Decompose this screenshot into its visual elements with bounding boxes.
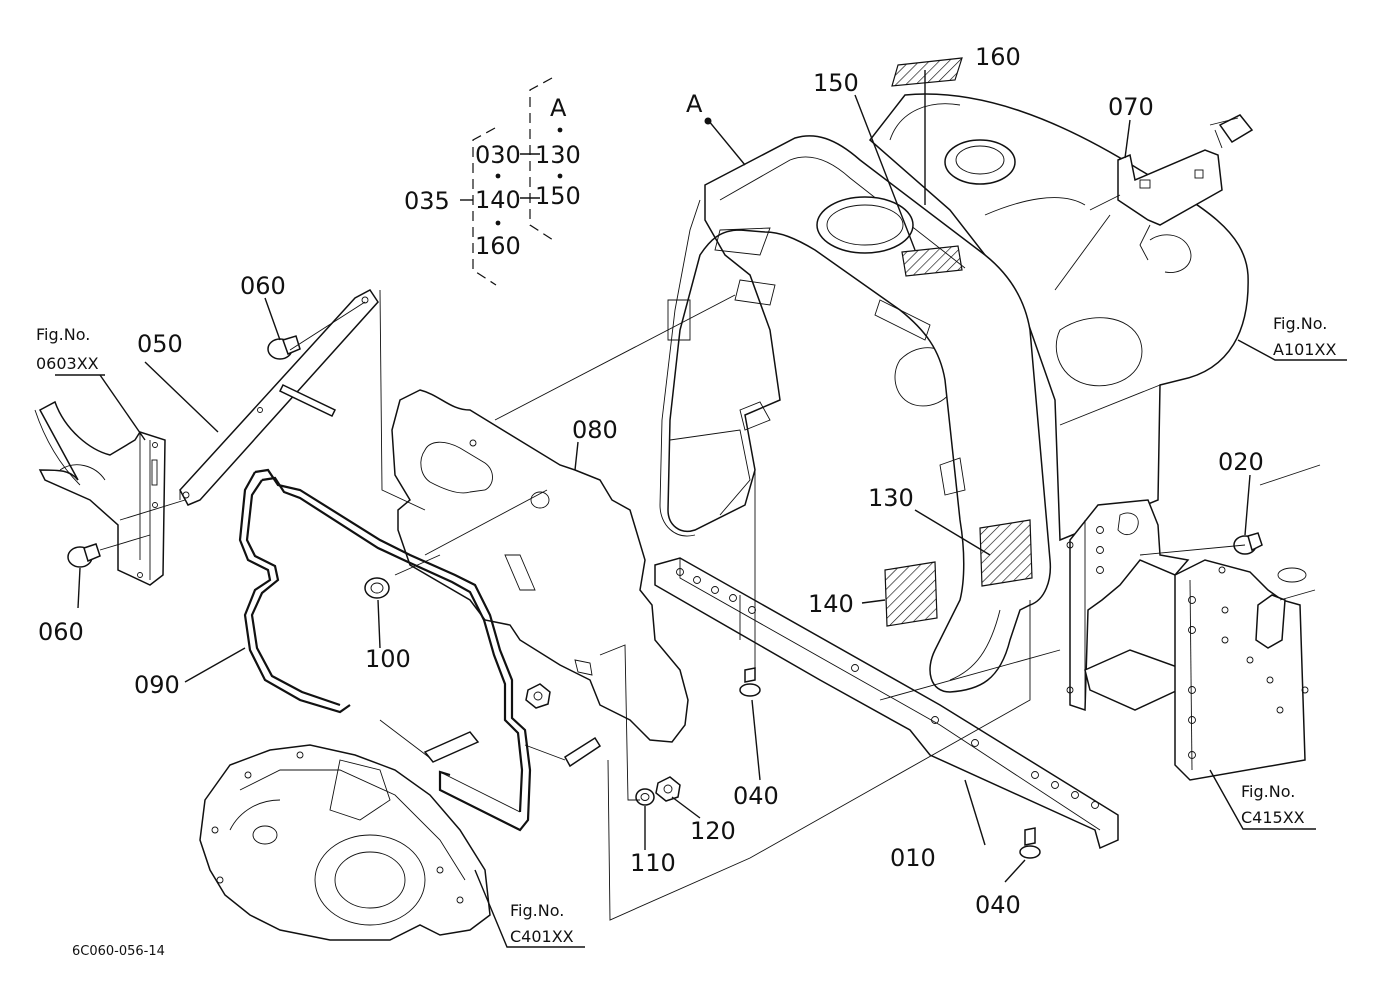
fig-ref-0603xx[interactable]: Fig.No. 0603XX <box>36 325 99 373</box>
callout-035: 035 <box>404 187 450 215</box>
left-bracket <box>34 400 166 586</box>
callout-010: 010 <box>890 844 936 872</box>
bolt-040-upper <box>739 667 761 697</box>
nut-near-panel <box>525 683 551 709</box>
panel-080 <box>391 389 689 743</box>
svg-text:C401XX: C401XX <box>510 927 574 946</box>
callout-070: 070 <box>1108 93 1154 121</box>
gasket-090 <box>238 468 532 832</box>
reference-code: 6C060-056-14 <box>72 944 165 959</box>
callout-060-lower: 060 <box>38 618 84 646</box>
group-160: 160 <box>475 232 521 260</box>
grommet-100 <box>364 577 390 599</box>
knob-060-lower <box>67 543 101 568</box>
callout-130: 130 <box>868 484 914 512</box>
assembly-group-bracket <box>460 77 563 286</box>
decal-150 <box>901 245 963 277</box>
group-140: 140 <box>475 186 521 214</box>
washer-110 <box>635 788 655 806</box>
callout-090: 090 <box>134 671 180 699</box>
callout-140: 140 <box>808 590 854 618</box>
bracket-070 <box>1117 114 1254 226</box>
decal-130 <box>979 519 1033 587</box>
clutch-housing <box>199 744 491 941</box>
side-plates <box>1066 499 1309 781</box>
callout-110: 110 <box>630 849 676 877</box>
callout-050: 050 <box>137 330 183 358</box>
svg-text:Fig.No.: Fig.No. <box>510 901 564 920</box>
callout-120: 120 <box>690 817 736 845</box>
group-030: 030 <box>475 141 521 169</box>
callout-leaders <box>55 70 1347 948</box>
fig-ref-a101xx[interactable]: Fig.No. A101XX <box>1273 314 1336 359</box>
studs <box>423 731 602 768</box>
frame-010 <box>654 557 1119 850</box>
svg-text:C415XX: C415XX <box>1241 808 1305 827</box>
callout-labels: 010 020 035 040 040 050 060 060 070 080 … <box>38 43 1264 919</box>
bolt-020 <box>1233 532 1263 555</box>
group-150: 150 <box>535 182 581 210</box>
callout-040-lower: 040 <box>975 891 1021 919</box>
group-point-a: A <box>550 94 567 122</box>
callout-060-upper: 060 <box>240 272 286 300</box>
svg-text:Fig.No.: Fig.No. <box>36 325 90 344</box>
figure-refs: Fig.No. 0603XX Fig.No. A101XX Fig.No. C4… <box>36 314 1336 946</box>
knob-060-upper <box>267 335 301 360</box>
nut-120 <box>655 776 681 802</box>
callout-150: 150 <box>813 69 859 97</box>
callout-080: 080 <box>572 416 618 444</box>
svg-text:Fig.No.: Fig.No. <box>1241 782 1295 801</box>
callout-160: 160 <box>975 43 1021 71</box>
callout-040-upper: 040 <box>733 782 779 810</box>
assembly-lines <box>99 117 1321 921</box>
fig-ref-c415xx[interactable]: Fig.No. C415XX <box>1241 782 1305 827</box>
hood-frame <box>659 135 1052 693</box>
svg-text:Fig.No.: Fig.No. <box>1273 314 1327 333</box>
point-a-label: A <box>686 90 703 118</box>
support-050 <box>179 289 379 506</box>
svg-text:0603XX: 0603XX <box>36 354 99 373</box>
group-130: 130 <box>535 141 581 169</box>
decals <box>884 57 1033 627</box>
callout-020: 020 <box>1218 448 1264 476</box>
callout-100: 100 <box>365 645 411 673</box>
fig-ref-c401xx[interactable]: Fig.No. C401XX <box>510 901 574 946</box>
bolt-040-lower <box>1019 827 1041 859</box>
decal-160 <box>891 57 963 87</box>
svg-text:A101XX: A101XX <box>1273 340 1336 359</box>
decal-140 <box>884 561 938 627</box>
